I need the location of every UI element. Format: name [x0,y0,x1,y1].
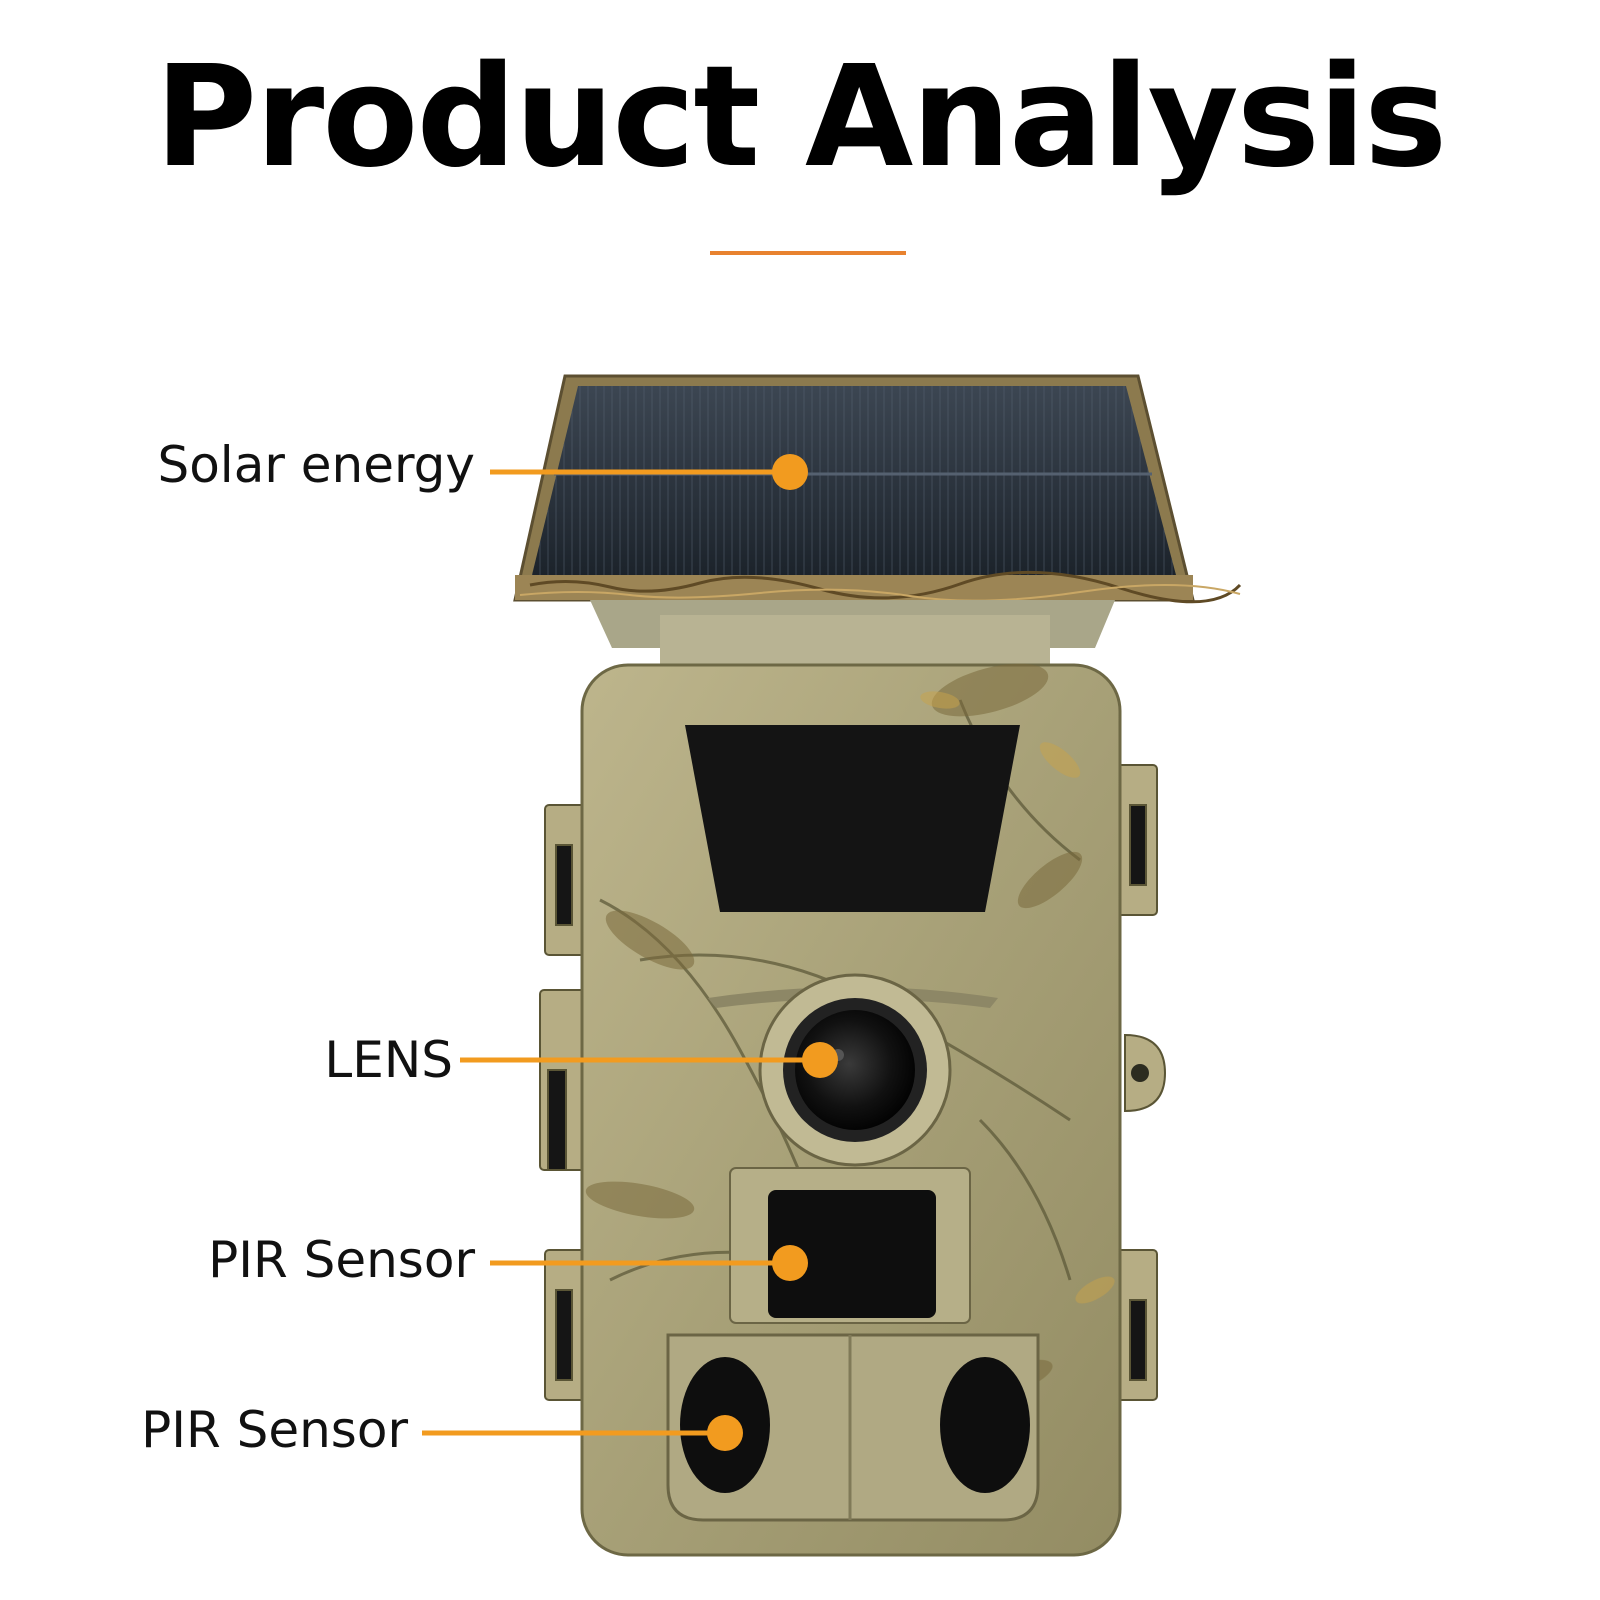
callout-lines [422,454,838,1451]
strap-hinges [539,764,1167,1401]
ir-led-window [685,725,1020,912]
callout-lens: LENS [324,1031,453,1089]
title-divider [710,251,906,255]
pir-sensor-window [729,1167,971,1324]
callout-pir-sensor-bottom: PIR Sensor [141,1401,408,1459]
solar-panel [513,374,1242,604]
lens-assembly [708,973,998,1167]
callout-solar-energy: Solar energy [157,436,475,494]
page-title: Product Analysis [154,36,1448,199]
callout-pir-sensor-middle: PIR Sensor [208,1231,475,1289]
